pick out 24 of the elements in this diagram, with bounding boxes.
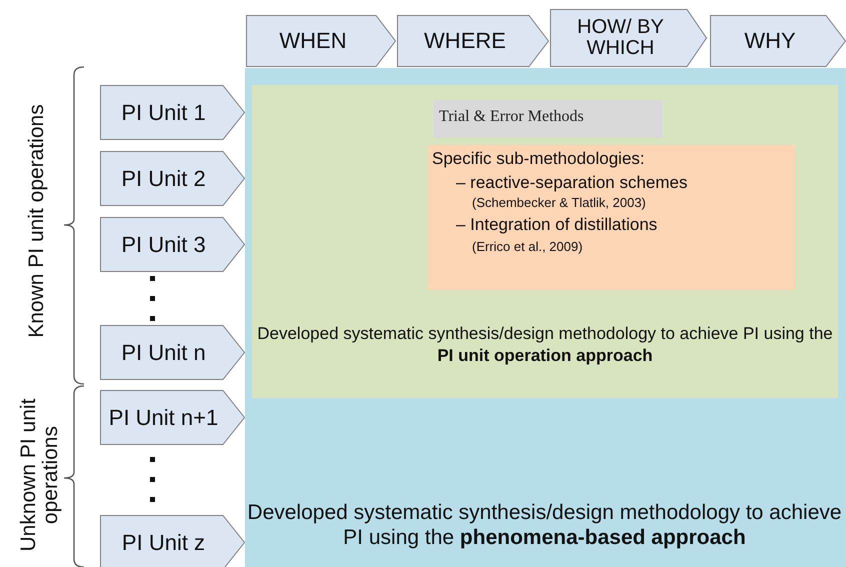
panel-text: Developed systematic synthesis/design methodology to achieve PI using the phenomena-based approach [247, 500, 842, 550]
method-box [433, 100, 663, 138]
column-header-tab: WHEN [246, 15, 396, 67]
method-item: – reactive-separation schemes [456, 173, 688, 193]
unit-tab: PI Unit z [100, 515, 245, 567]
group-label: Unknown PI unit operations [18, 398, 62, 554]
unit-tab: PI Unit 3 [100, 217, 245, 272]
column-header-tab: WHY [710, 15, 846, 67]
method-box [428, 145, 795, 290]
method-item: – Integration of distillations [456, 215, 658, 235]
unit-tab: PI Unit 2 [100, 151, 245, 206]
method-title: Trial & Error Methods [439, 108, 584, 126]
group-label: Known PI unit operations [26, 103, 48, 340]
panel-text: Developed systematic synthesis/design methodology to achieve PI using the PI unit operation approach [256, 323, 834, 368]
methodology-panel [252, 85, 838, 398]
methodology-panel [245, 68, 846, 567]
reference-text: (Errico et al., 2009) [472, 239, 583, 254]
column-header-tab: HOW/ BY WHICH [550, 9, 707, 67]
reference-text: (Schembecker & Tlatlik, 2003) [472, 195, 646, 210]
column-header-tab: WHERE [397, 15, 549, 67]
unit-tab: PI Unit n+1 [100, 390, 245, 445]
unit-tab: PI Unit 1 [100, 85, 245, 140]
method-heading: Specific sub-methodologies: [432, 149, 645, 169]
unit-tab: PI Unit n [100, 325, 245, 380]
